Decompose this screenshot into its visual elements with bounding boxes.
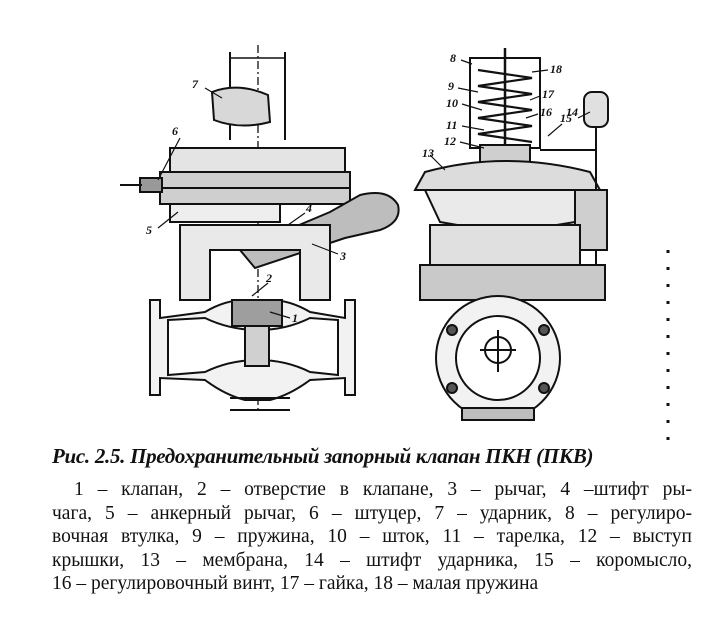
legend-line: 1 – клапан, 2 – отверстие в клапане, 3 –… [74,479,692,500]
callout-3: 3 [339,249,346,263]
callout-11: 11 [446,118,457,132]
callout-16: 16 [540,105,552,119]
callout-2: 2 [265,271,272,285]
callout-10: 10 [446,96,458,110]
legend-line: вочная втулка, 9 – пружина, 10 – шток, 1… [52,526,692,547]
callout-5: 5 [146,223,152,237]
figure-legend: 1 – клапан, 2 – отверстие в клапане, 3 –… [52,478,692,596]
callout-12: 12 [444,134,456,148]
callout-14: 14 [566,105,578,119]
callout-6: 6 [172,124,178,138]
callout-15: 15 [560,111,572,125]
callout-13: 13 [422,146,434,160]
callout-7: 7 [192,77,199,91]
figure-caption: Рис. 2.5. Предохранительный запорный кла… [52,444,594,468]
callout-1: 1 [292,311,298,325]
callout-18: 18 [550,62,562,76]
callout-17: 17 [542,87,555,101]
valve-drawing: 7 6 5 4 3 2 1 8 9 10 11 12 13 18 17 16 1… [120,45,670,440]
callout-9: 9 [448,79,454,93]
legend-line: чага, 5 – анкерный рычаг, 6 – штуцер, 7 … [52,502,692,524]
legend-line: 16 – регулировочный винт, 17 – гайка, 18… [52,573,539,594]
callout-4: 4 [305,201,312,215]
callout-8: 8 [450,51,456,65]
legend-line: крышки, 13 – мембрана, 14 – штифт ударни… [52,549,692,571]
